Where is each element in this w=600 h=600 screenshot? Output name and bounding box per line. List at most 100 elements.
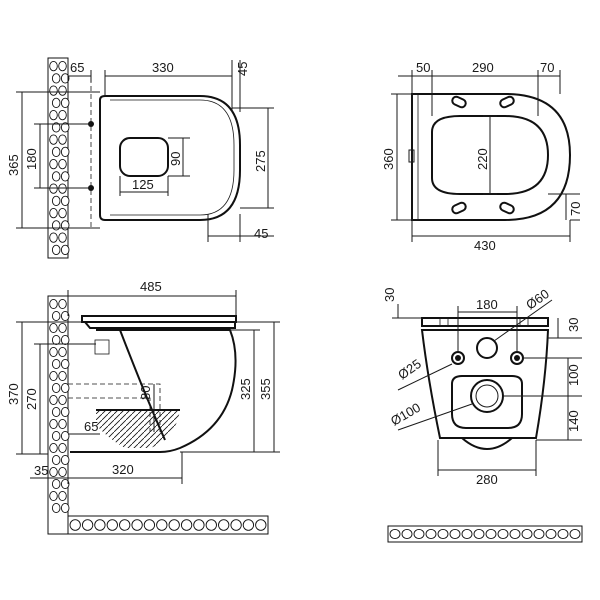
- stone-texture: [51, 430, 61, 442]
- seat-inner-opening: [431, 115, 550, 195]
- wall-top-view: [47, 57, 70, 259]
- stone-texture: [58, 134, 67, 145]
- dim-back-d60: Ø60: [523, 286, 552, 312]
- stone-texture: [49, 418, 58, 430]
- stone-texture: [58, 346, 67, 358]
- stone-texture: [58, 109, 67, 121]
- dim-back-180: 180: [476, 297, 498, 312]
- stone-texture: [51, 97, 61, 109]
- dim-seat-290: 290: [472, 60, 494, 75]
- dim-back-100: 100: [566, 364, 581, 386]
- seat-view: 50 290 70 360 220 70 430: [381, 60, 583, 253]
- stone-texture: [413, 528, 425, 540]
- dim-top-330: 330: [152, 60, 174, 75]
- stone-texture: [437, 528, 449, 540]
- stone-texture: [193, 519, 205, 531]
- stone-texture: [49, 394, 58, 406]
- dim-back-280: 280: [476, 472, 498, 487]
- stone-texture: [49, 322, 58, 334]
- stone-texture: [51, 171, 61, 182]
- stone-texture: [58, 490, 67, 502]
- dim-seat-50: 50: [416, 60, 430, 75]
- stone-texture: [60, 382, 70, 394]
- stone-texture: [218, 519, 230, 531]
- stone-texture: [230, 519, 242, 531]
- stone-texture: [119, 519, 131, 531]
- stone-texture: [49, 183, 58, 194]
- stone-texture: [60, 502, 70, 514]
- stone-texture: [49, 490, 58, 502]
- dim-side-370: 370: [6, 383, 21, 405]
- stone-texture: [58, 418, 67, 430]
- dim-seat-360: 360: [381, 148, 396, 170]
- stone-texture: [461, 528, 473, 540]
- stone-texture: [60, 310, 70, 322]
- dim-side-80: 80: [138, 386, 153, 400]
- stone-texture: [473, 528, 485, 540]
- stone-texture: [49, 346, 58, 358]
- stone-texture: [49, 370, 58, 382]
- stone-texture: [545, 528, 557, 540]
- stone-texture: [49, 207, 58, 219]
- dim-back-d100: Ø100: [388, 400, 423, 429]
- stone-texture: [49, 134, 58, 145]
- stone-texture: [49, 466, 58, 478]
- stone-texture: [81, 519, 94, 531]
- stone-texture: [389, 528, 401, 540]
- stone-texture: [497, 528, 509, 540]
- stone-texture: [60, 122, 70, 133]
- stone-texture: [569, 528, 581, 540]
- dim-side-320: 320: [112, 462, 134, 477]
- stone-texture: [485, 528, 497, 540]
- stone-texture: [51, 122, 61, 133]
- stone-texture: [49, 298, 58, 310]
- wall-side-view: [47, 295, 269, 535]
- dim-side-485: 485: [140, 279, 162, 294]
- stone-texture: [60, 244, 70, 256]
- seat-outline: [411, 93, 572, 221]
- stone-texture: [49, 232, 58, 243]
- stone-texture: [143, 519, 156, 531]
- flush-opening-top: [119, 137, 169, 177]
- stone-texture: [58, 158, 67, 170]
- stone-texture: [58, 322, 67, 334]
- stone-texture: [51, 146, 61, 158]
- dim-seat-430: 430: [474, 238, 496, 253]
- stone-texture: [60, 430, 70, 442]
- stone-texture: [60, 454, 70, 466]
- stone-texture: [521, 528, 533, 540]
- stone-texture: [51, 73, 61, 84]
- stone-texture: [131, 519, 143, 531]
- stone-texture: [49, 158, 58, 170]
- stone-texture: [58, 370, 67, 382]
- stone-texture: [242, 519, 255, 531]
- stone-texture: [106, 519, 118, 531]
- stone-texture: [51, 244, 61, 256]
- stone-texture: [58, 232, 67, 243]
- stone-texture: [156, 519, 168, 531]
- stone-texture: [449, 528, 461, 540]
- dim-back-30-left: 30: [382, 288, 397, 302]
- stone-texture: [60, 195, 70, 207]
- stone-texture: [58, 207, 67, 219]
- back-plate: [420, 329, 550, 439]
- stone-texture: [60, 146, 70, 158]
- dim-side-355: 355: [258, 378, 273, 400]
- dim-back-d25: Ø25: [395, 356, 424, 382]
- stone-texture: [58, 298, 67, 310]
- stone-texture: [58, 442, 67, 454]
- stone-texture: [49, 85, 58, 96]
- stone-texture: [60, 358, 70, 370]
- stone-texture: [60, 478, 70, 490]
- dim-top-65: 65: [70, 60, 84, 75]
- stone-texture: [60, 334, 70, 346]
- stone-texture: [168, 519, 180, 531]
- stone-texture: [51, 195, 61, 207]
- bowl-body-side: [70, 329, 237, 453]
- stone-texture: [60, 220, 70, 231]
- stone-texture: [58, 60, 67, 72]
- stone-texture: [51, 358, 61, 370]
- stone-texture: [60, 406, 70, 418]
- stone-texture: [49, 109, 58, 121]
- dim-top-125: 125: [132, 177, 154, 192]
